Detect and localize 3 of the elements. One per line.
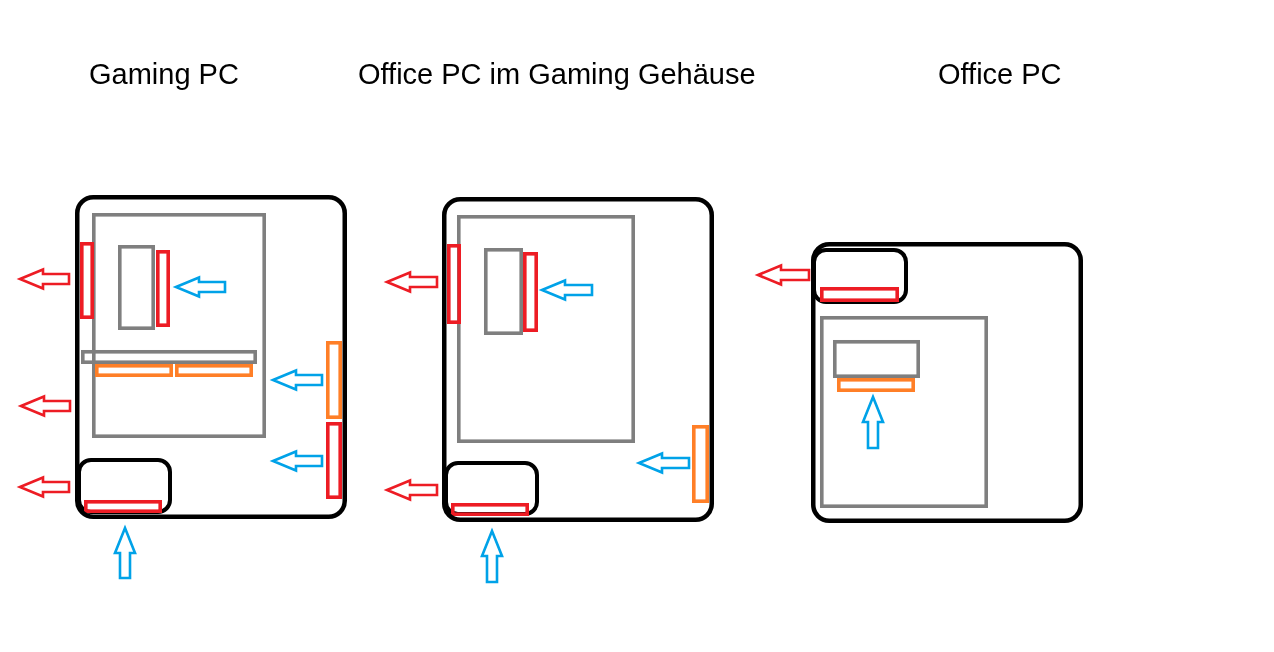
case-title: Office PC	[938, 57, 1062, 91]
case-title: Office PC im Gaming Gehäuse	[358, 57, 756, 91]
case-title: Gaming PC	[89, 57, 239, 91]
